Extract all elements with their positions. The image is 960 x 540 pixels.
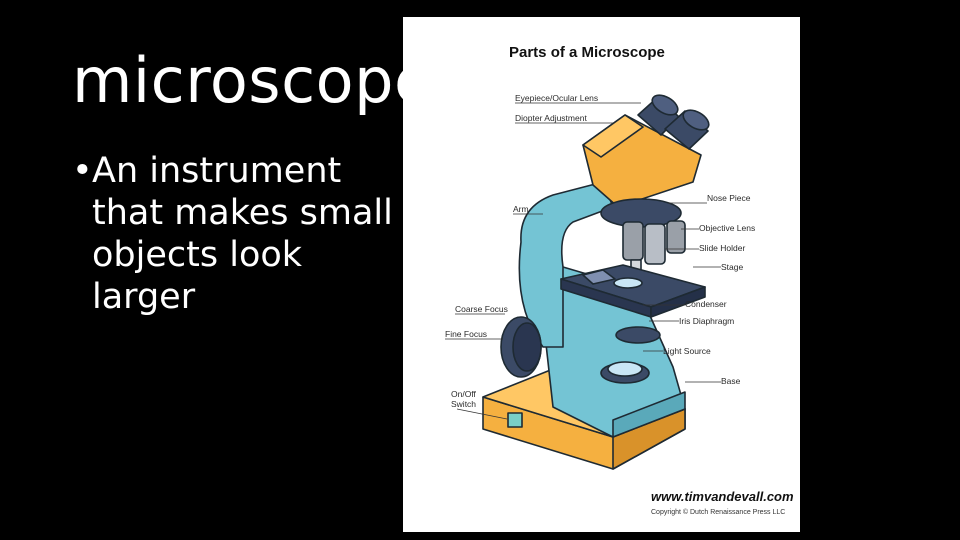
microscope-illustration: Parts of a Microscope [445,44,794,516]
label-arm: Arm [513,204,529,214]
leader-lines [445,102,721,420]
label-condenser: Condenser [685,299,727,309]
on-off-switch [507,412,523,428]
website-text: www.timvandevall.com [651,489,794,504]
label-objective: Objective Lens [699,223,755,233]
label-coarse-focus: Coarse Focus [455,304,508,314]
label-base: Base [721,376,741,386]
objective-lenses [622,220,686,271]
arm-shape [518,181,614,348]
poster-title: Parts of a Microscope [509,44,665,61]
label-light-source: Light Source [663,346,711,356]
body-lower [542,266,686,438]
stage-shape [560,264,706,318]
bullet-dot: • [72,151,93,191]
label-slide-holder: Slide Holder [699,243,745,253]
light-source [600,361,650,384]
coarse-focus-knob [500,316,542,378]
bullet-text: An instrument that makes small objects l… [92,151,393,317]
eyepieces [637,94,710,150]
slide-title: microscope [72,44,433,117]
label-stage: Stage [721,262,743,272]
bullet-item: • An instrument that makes small objects… [72,150,402,318]
condenser-shape [615,326,661,344]
microscope-poster: Parts of a Microscope [403,17,800,532]
head-shape [582,114,702,208]
label-fine-focus: Fine Focus [445,329,487,339]
label-switch: Switch [451,399,476,409]
label-on-off: On/Off [451,389,477,399]
label-diopter: Diopter Adjustment [515,113,587,123]
label-eyepiece: Eyepiece/Ocular Lens [515,93,598,103]
label-nose-piece: Nose Piece [707,193,751,203]
label-iris: Iris Diaphragm [679,316,734,326]
copyright-text: Copyright © Dutch Renaissance Press LLC [651,508,785,516]
microscope-drawing [482,94,710,470]
